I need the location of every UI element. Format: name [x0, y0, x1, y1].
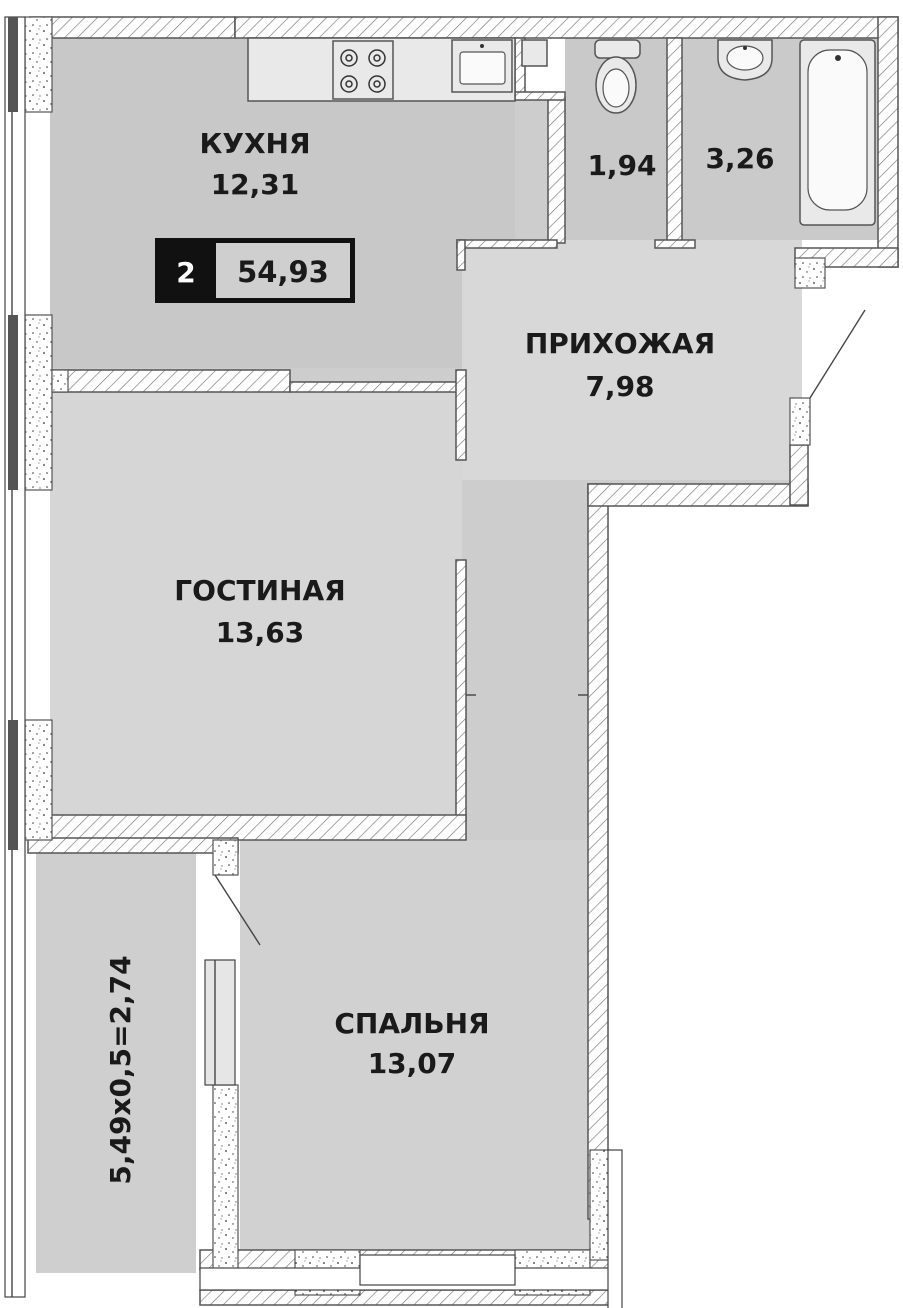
bedroom-area: 13,07	[368, 1047, 457, 1080]
kitchen-name: КУХНЯ	[199, 127, 310, 160]
total-area: 54,93	[237, 255, 329, 289]
total-area-badge: 2 54,93	[155, 238, 355, 303]
rooms-count: 2	[176, 256, 195, 289]
kitchen-counter	[247, 37, 548, 102]
wc-area: 1,94	[587, 149, 656, 182]
room-labels: КУХНЯ 12,31 1,94 3,26 ПРИХОЖАЯ 7,98 ГОСТ…	[104, 127, 775, 1185]
toilet-icon	[594, 39, 641, 114]
bedroom-name: СПАЛЬНЯ	[334, 1007, 489, 1040]
bathroom-area: 3,26	[705, 142, 774, 175]
kitchen-area: 12,31	[211, 168, 300, 201]
hallway-name: ПРИХОЖАЯ	[525, 327, 715, 360]
windows	[4, 16, 623, 1308]
balcony-area: 5,49x0,5=2,74	[104, 955, 137, 1184]
floor-areas	[36, 38, 878, 1273]
stove-icon	[332, 40, 394, 100]
hallway-area: 7,98	[585, 370, 654, 403]
walls	[27, 16, 899, 1306]
washbasin-icon	[717, 39, 773, 81]
doors	[214, 309, 866, 946]
stove-burners	[340, 49, 386, 93]
living-area: 13,63	[216, 616, 305, 649]
bathtub-icon	[799, 39, 876, 226]
living-name: ГОСТИНАЯ	[174, 574, 345, 607]
